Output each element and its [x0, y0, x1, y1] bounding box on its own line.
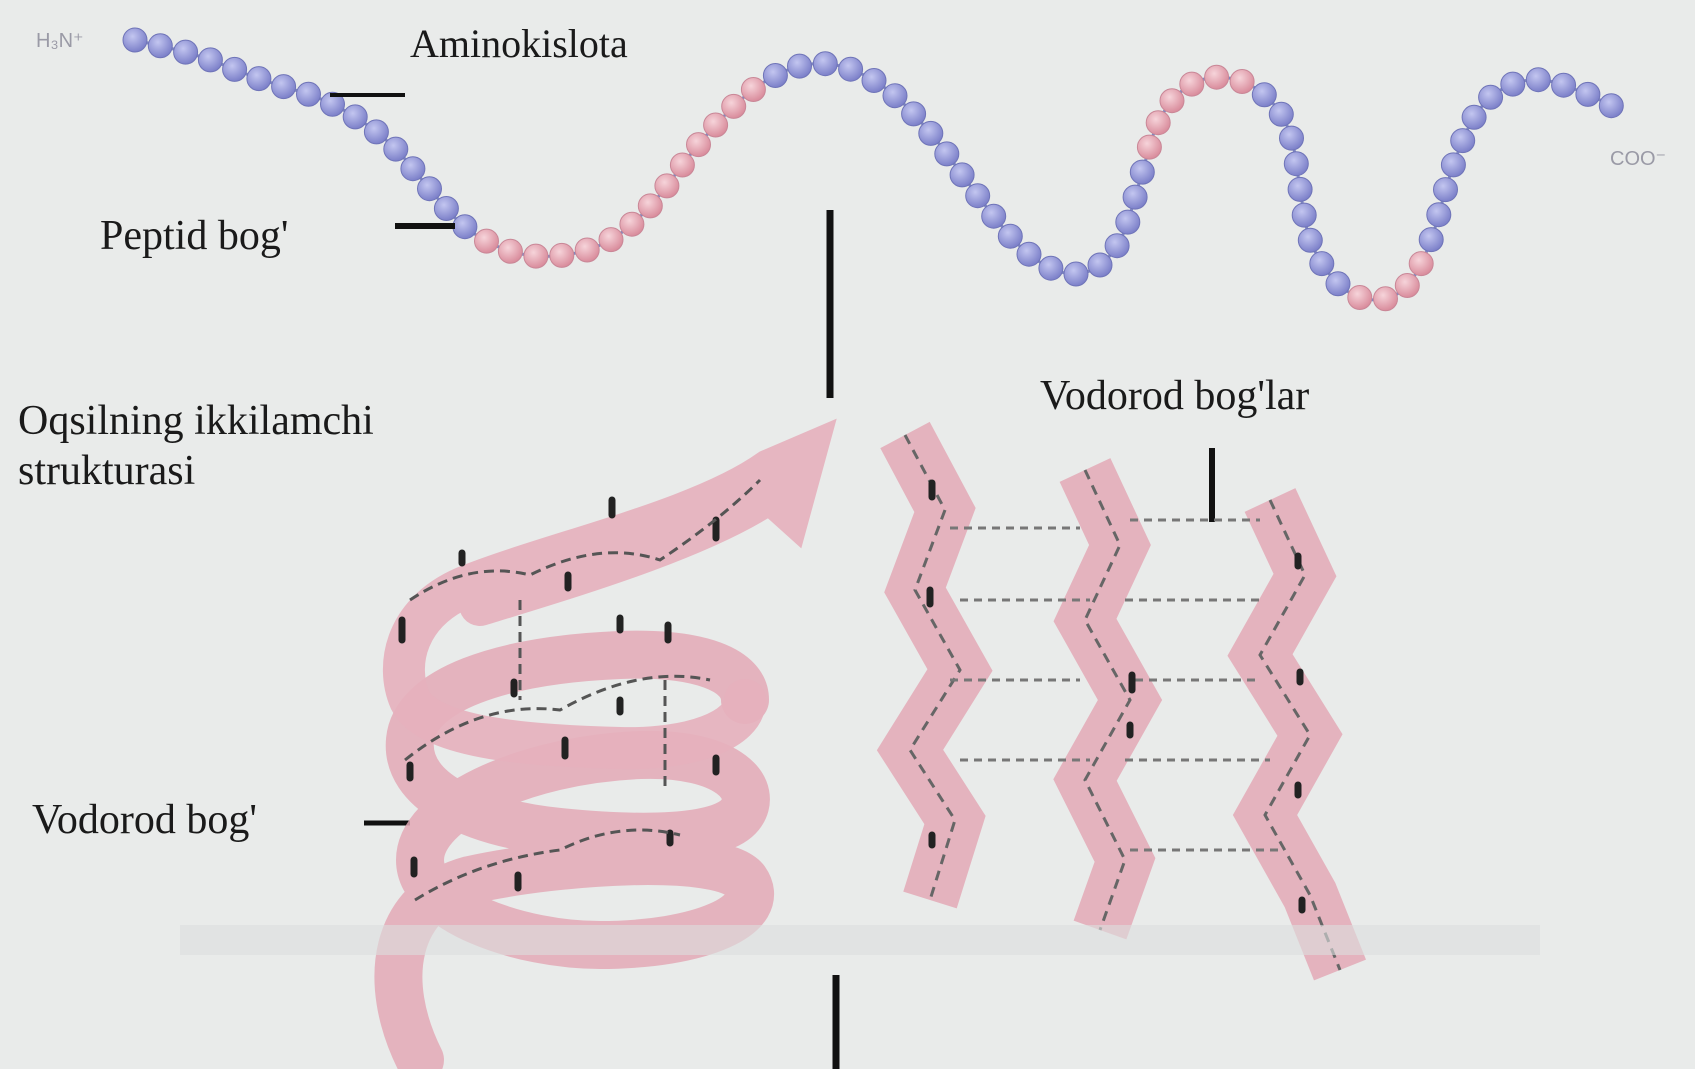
amino-acid-bead — [297, 82, 321, 106]
amino-acid-bead — [247, 67, 271, 91]
amino-acid-bead — [1116, 210, 1140, 234]
amino-acid-bead — [950, 163, 974, 187]
amino-acid-bead — [687, 133, 711, 157]
hydrogen-bonds-label: Vodorod bog'lar — [1040, 372, 1309, 422]
amino-acid-bead — [966, 184, 990, 208]
amino-acid-bead — [1252, 83, 1276, 107]
amino-acid-bead — [550, 243, 574, 267]
amino-acid-bead — [883, 84, 907, 108]
amino-acid-bead — [998, 224, 1022, 248]
amino-acid-bead — [1310, 252, 1334, 276]
amino-acid-bead — [722, 94, 746, 118]
amino-acid-bead — [1326, 272, 1350, 296]
amino-acid-bead — [1288, 177, 1312, 201]
c-terminus-label: COO⁻ — [1610, 148, 1666, 172]
polypeptide-chain — [123, 28, 1623, 311]
amino-acid-bead — [1284, 152, 1308, 176]
amino-acid-bead — [498, 239, 522, 263]
amino-acid-bead — [384, 137, 408, 161]
amino-acid-bead — [1160, 89, 1184, 113]
amino-acid-bead — [575, 238, 599, 262]
amino-acid-bead — [1180, 72, 1204, 96]
amino-acid-bead — [982, 204, 1006, 228]
amino-acid-bead — [1409, 252, 1433, 276]
amino-acid-bead — [174, 40, 198, 64]
amino-acid-bead — [763, 64, 787, 88]
amino-acid-bead — [620, 212, 644, 236]
amino-acid-bead — [418, 177, 442, 201]
amino-acid-bead — [223, 57, 247, 81]
amino-acid-bead — [1576, 82, 1600, 106]
amino-acid-bead — [1146, 111, 1170, 135]
amino-acid-bead — [1348, 286, 1372, 310]
amino-acid-bead — [364, 120, 388, 144]
amino-acid-bead — [198, 48, 222, 72]
amino-acid-bead — [123, 28, 147, 52]
amino-acid-bead — [434, 197, 458, 221]
amino-acid-bead — [1017, 242, 1041, 266]
amino-acid-bead — [862, 69, 886, 93]
amino-acid-bead — [1374, 287, 1398, 311]
amino-acid-bead — [599, 228, 623, 252]
amino-acid-bead — [704, 113, 728, 137]
amino-acid-bead — [1230, 70, 1254, 94]
beta-sheet — [905, 435, 1340, 970]
amino-acid-bead — [272, 75, 296, 99]
amino-acid-bead — [1526, 68, 1550, 92]
amino-acid-bead — [1479, 85, 1503, 109]
amino-acid-bead — [813, 52, 837, 76]
amino-acid-bead — [453, 215, 477, 239]
amino-acid-bead — [524, 244, 548, 268]
amino-acid-bead — [935, 142, 959, 166]
amino-acid-bead — [741, 78, 765, 102]
amino-acid-bead — [1552, 73, 1576, 97]
amino-acid-bead — [1427, 203, 1451, 227]
amino-acid-bead — [839, 57, 863, 81]
amino-acid-bead — [788, 54, 812, 78]
amino-acid-bead — [1123, 185, 1147, 209]
amino-acid-bead — [1280, 126, 1304, 150]
amino-acid-bead — [1105, 234, 1129, 258]
amino-acid-bead — [1064, 262, 1088, 286]
secondary-structure-label: Oqsilning ikkilamchi strukturasi — [18, 397, 374, 496]
amino-acid-bead — [902, 102, 926, 126]
n-terminus-label: H₃N⁺ — [36, 30, 84, 54]
amino-acid-bead — [1205, 65, 1229, 89]
amino-acid-bead — [1269, 102, 1293, 126]
amino-acid-bead — [1298, 228, 1322, 252]
amino-acid-bead — [1441, 153, 1465, 177]
amino-acid-bead — [1395, 274, 1419, 298]
peptide-bond-label: Peptid bog' — [100, 212, 288, 262]
beta-strand-ribbon — [1085, 470, 1130, 930]
amino-acid-bead — [670, 153, 694, 177]
amino-acid-bead — [401, 157, 425, 181]
amino-acid-bead — [1501, 72, 1525, 96]
amino-acid-bead — [148, 34, 172, 58]
amino-acid-bead — [475, 229, 499, 253]
alpha-helix — [398, 455, 805, 1060]
amino-acid-bead — [1088, 253, 1112, 277]
amino-acid-bead — [1434, 178, 1458, 202]
amino-acid-bead — [1130, 160, 1154, 184]
hydrogen-bond-label: Vodorod bog' — [32, 796, 257, 846]
amino-acid-bead — [1451, 129, 1475, 153]
faint-caption-band — [180, 925, 1540, 955]
amino-acid-bead — [1419, 228, 1443, 252]
amino-acid-bead — [343, 105, 367, 129]
amino-acid-bead — [1292, 203, 1316, 227]
amino-acid-label: Aminokislota — [410, 20, 628, 67]
amino-acid-bead — [1137, 135, 1161, 159]
amino-acid-bead — [1039, 256, 1063, 280]
amino-acid-bead — [919, 121, 943, 145]
amino-acid-bead — [638, 194, 662, 218]
amino-acid-bead — [1462, 105, 1486, 129]
amino-acid-bead — [1599, 94, 1623, 118]
amino-acid-bead — [655, 174, 679, 198]
